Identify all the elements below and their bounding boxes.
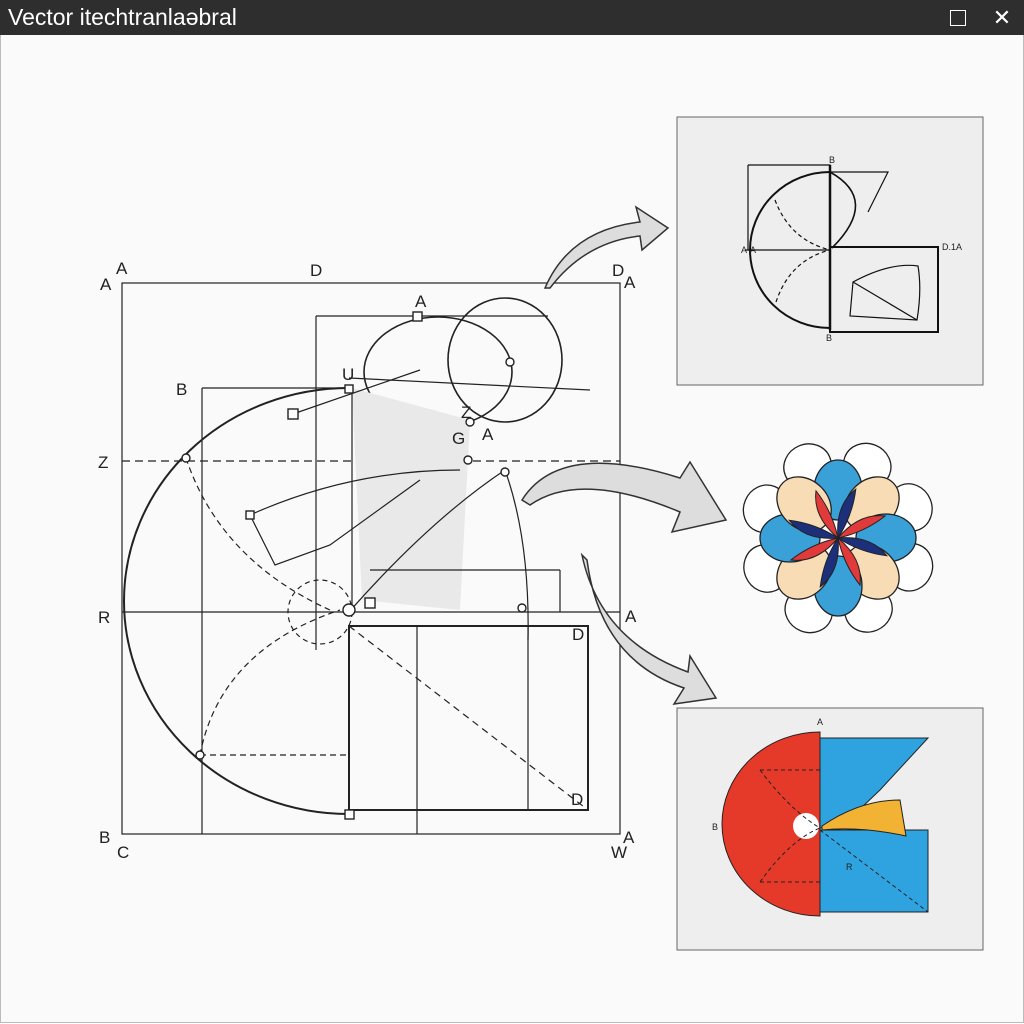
red-half-disc	[721, 731, 821, 917]
label: A	[415, 292, 427, 311]
title-bar: Vector itechtranlaəbral ✕	[0, 0, 1024, 35]
inner-petal	[788, 519, 840, 539]
label: W	[611, 843, 627, 862]
inner-petal	[815, 489, 839, 540]
label: Z	[461, 403, 471, 422]
inner-petal	[836, 537, 888, 557]
inset-top: B A-A D.1A B	[676, 116, 984, 386]
label: D	[572, 625, 584, 644]
outer-frame	[121, 282, 621, 835]
label: B	[176, 380, 187, 399]
label: R	[98, 608, 110, 627]
label: C	[117, 843, 129, 862]
window-title: Vector itechtranlaəbral	[8, 4, 237, 30]
main-diagram	[121, 282, 621, 835]
arrow-icon	[520, 460, 728, 534]
lower-rect	[348, 625, 589, 811]
flower-rosette	[742, 442, 934, 634]
maximize-button[interactable]	[936, 0, 980, 35]
inset-label: B	[712, 822, 718, 832]
arrow-icon	[543, 205, 670, 289]
orange-shape	[821, 799, 907, 837]
close-button[interactable]: ✕	[980, 0, 1024, 35]
label: A	[116, 259, 128, 278]
inset-label: B	[829, 155, 835, 165]
inner-petal	[789, 537, 840, 561]
inner-petal	[837, 536, 861, 587]
label: A	[624, 273, 636, 292]
x-icon: ✕	[992, 4, 1012, 30]
inset-label: A	[817, 717, 823, 727]
label: D	[571, 790, 583, 809]
label: A	[623, 828, 635, 847]
inner-petal	[819, 536, 839, 588]
dashed-arc	[185, 457, 331, 611]
inset-label: B	[826, 333, 832, 343]
inner-petal	[837, 488, 857, 540]
label: D	[310, 261, 322, 280]
inset-label: A-A	[741, 245, 756, 255]
label: A	[482, 425, 494, 444]
label: D	[612, 261, 624, 280]
square-icon	[950, 9, 966, 26]
inset-bottom: A B R	[676, 707, 984, 951]
arrows	[520, 205, 728, 705]
main-labels: A A D D A A U B Z Z G A R A D D B C A W	[98, 259, 637, 862]
label: A	[625, 607, 637, 626]
inset-label: D.1A	[942, 242, 962, 252]
arrow-icon	[580, 552, 718, 705]
large-arc	[123, 387, 350, 815]
inset-label: R	[846, 862, 853, 872]
label: B	[99, 828, 110, 847]
label: A	[100, 275, 112, 294]
inner-petal	[836, 515, 887, 539]
label: Z	[98, 453, 108, 472]
label: G	[452, 429, 465, 448]
label: U	[342, 365, 354, 384]
